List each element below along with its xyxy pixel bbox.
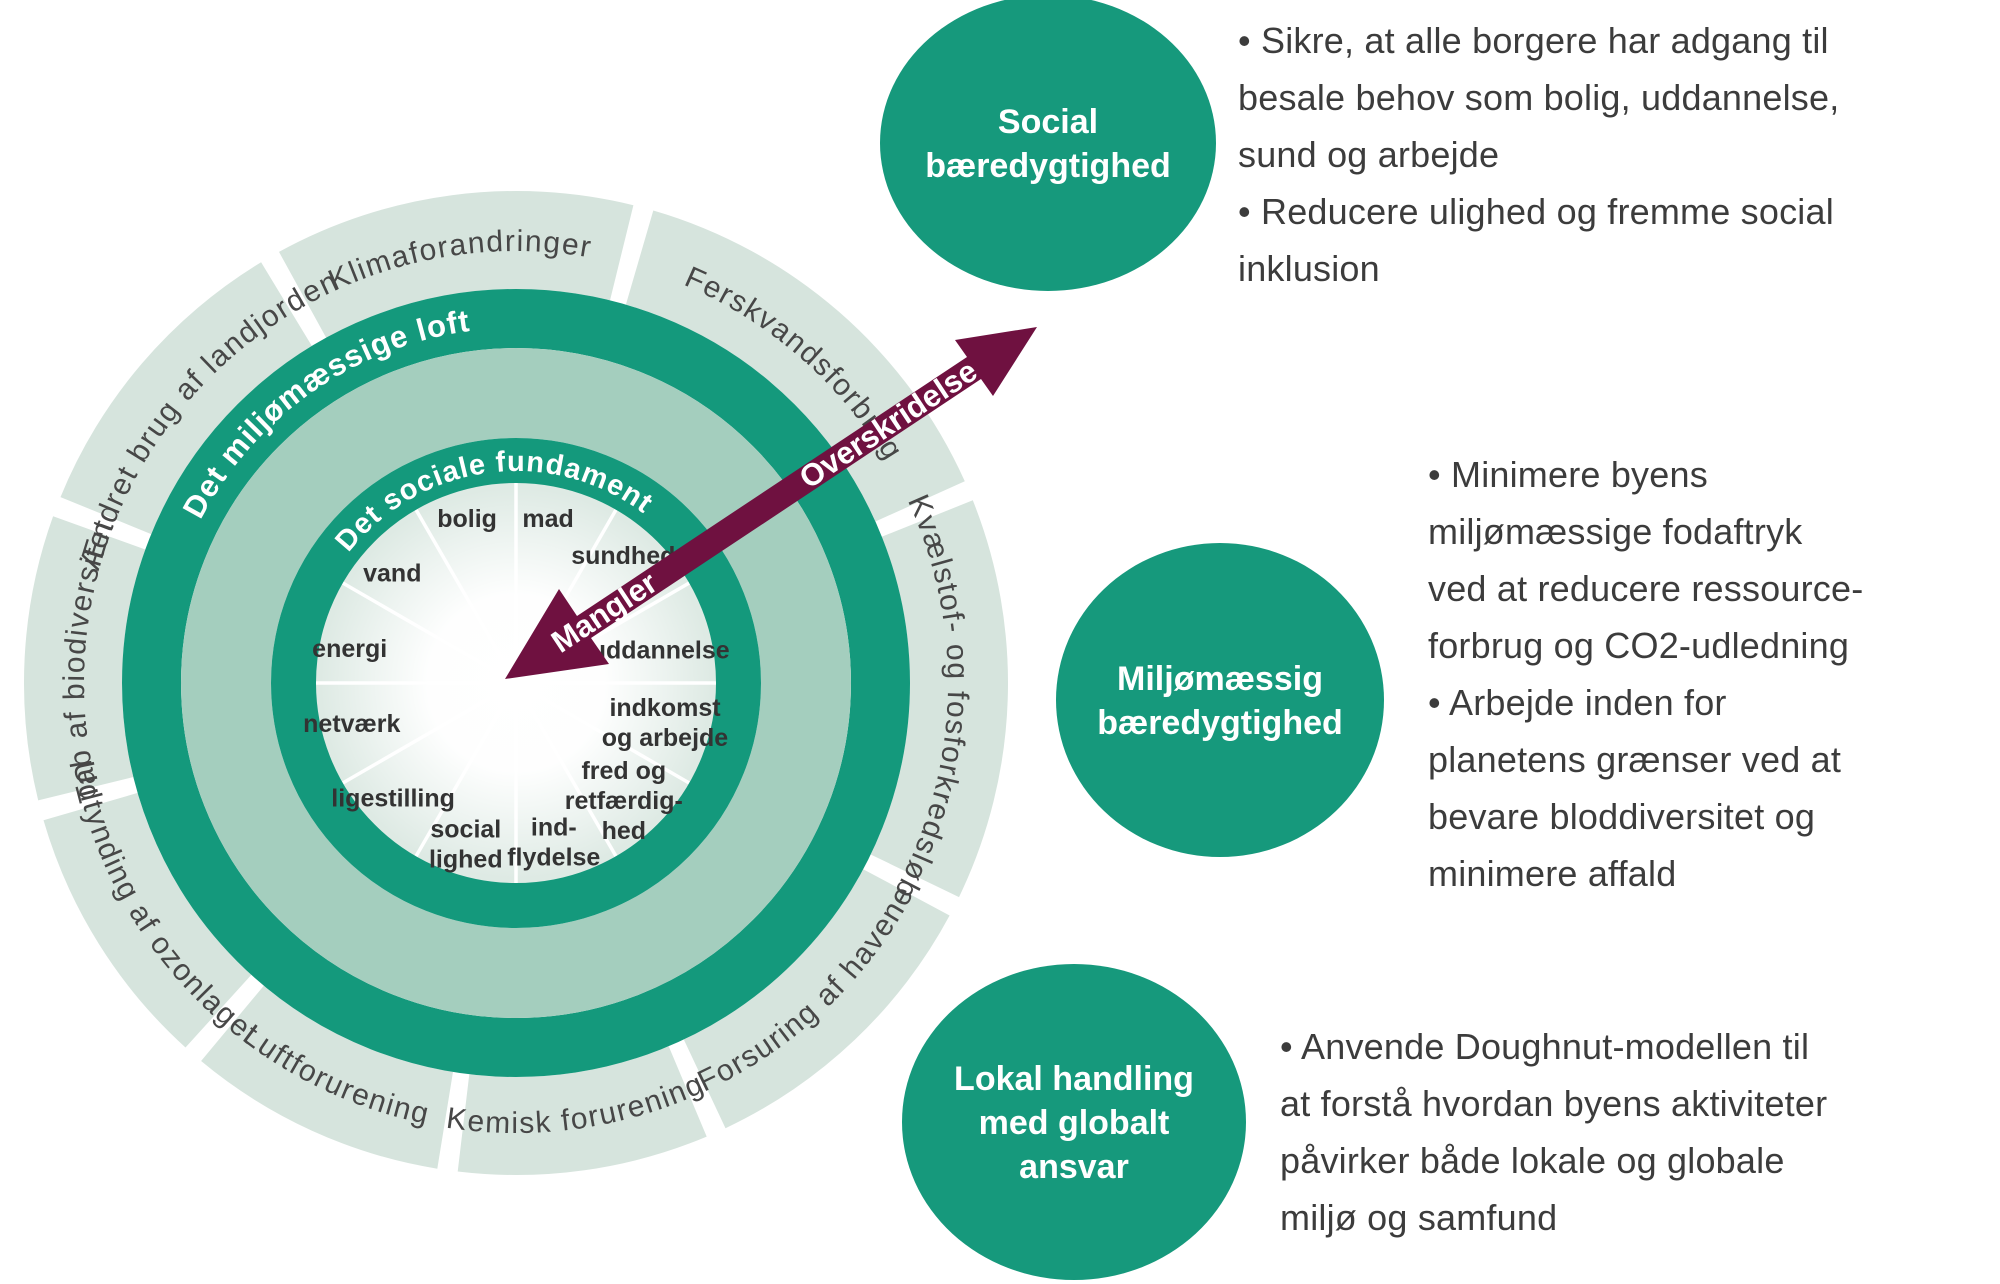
panel-line: • Anvende Doughnut-modellen til — [1280, 1026, 1810, 1067]
panel-line: bevare bloddiversitet og — [1428, 796, 1816, 837]
panel-line: ved at reducere ressource- — [1428, 568, 1864, 609]
panel-line: • Arbejde inden for — [1428, 682, 1727, 723]
panel-line: at forstå hvordan byens aktiviteter — [1280, 1083, 1828, 1124]
panel-line: • Sikre, at alle borgere har adgang til — [1238, 20, 1829, 61]
panel-line: • Minimere byens — [1428, 454, 1708, 495]
outer-ring-segment — [683, 869, 950, 1129]
panel-line: inklusion — [1238, 248, 1380, 289]
inner-segment-label: ind-flydelse — [507, 814, 600, 872]
outer-ring-segment — [23, 516, 146, 801]
outer-ring-segment — [870, 500, 1009, 898]
panel-line: planetens grænser ved at — [1428, 739, 1842, 780]
bubble-ellipse — [902, 964, 1246, 1280]
panel-line: miljø og samfund — [1280, 1197, 1558, 1238]
inner-segment-label: netværk — [303, 710, 400, 738]
outer-ring-segment — [43, 792, 252, 1048]
panel-line: besale behov som bolig, uddannelse, — [1238, 77, 1840, 118]
inner-segment-label: bolig — [437, 505, 497, 533]
panel-line: påvirker både lokale og globale — [1280, 1140, 1785, 1181]
doughnut-body-ring — [181, 348, 851, 1018]
outer-ring-segment — [60, 262, 312, 535]
inner-segment-label: energi — [312, 635, 387, 663]
panel-local-action: • Anvende Doughnut-modellen til at forst… — [1280, 1018, 1827, 1246]
outer-ring-segment — [457, 1046, 707, 1175]
inner-segment-label: vand — [363, 559, 421, 587]
bubble-ellipse — [1056, 543, 1384, 857]
inner-segment-label: mad — [522, 505, 573, 533]
inner-segment-label: ligestilling — [331, 785, 455, 813]
panel-line: miljømæssige fodaftryk — [1428, 511, 1803, 552]
social-foundation-ring — [271, 438, 761, 928]
environmental-ceiling-ring — [122, 289, 910, 1077]
panel-line: forbrug og CO2-udledning — [1428, 625, 1850, 666]
outer-ring-segment — [201, 985, 453, 1169]
outer-ring-segment — [279, 191, 634, 338]
panel-line: sund og arbejde — [1238, 134, 1500, 175]
panel-environmental-sustainability: • Minimere byens miljømæssige fodaftryk … — [1428, 446, 1863, 902]
panel-social-sustainability: • Sikre, at alle borgere har adgang til … — [1238, 12, 1839, 297]
bubble-ellipse — [880, 0, 1216, 291]
overshoot-shortfall-arrow — [505, 327, 1037, 679]
center-glow — [320, 487, 712, 879]
inner-segment-label: uddannelse — [591, 637, 730, 665]
panel-line: minimere affald — [1428, 853, 1677, 894]
panel-line: • Reducere ulighed og fremme social — [1238, 191, 1834, 232]
